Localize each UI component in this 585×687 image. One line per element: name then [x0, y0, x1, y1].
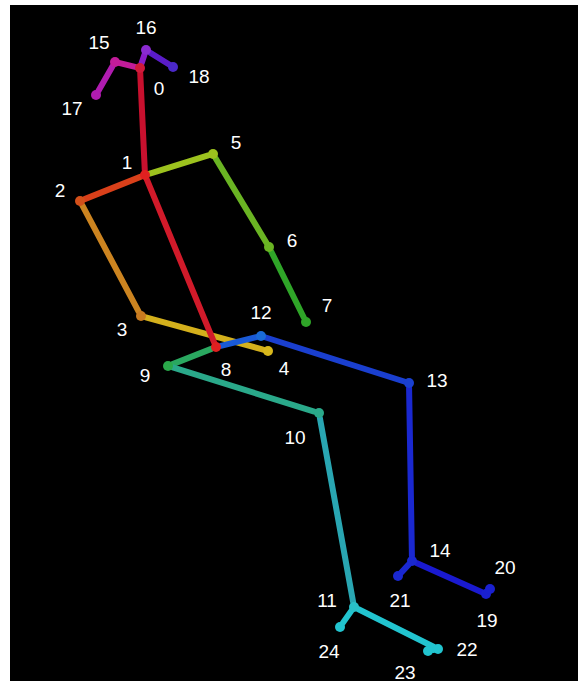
- keypoint-number: 20: [494, 558, 515, 577]
- keypoint-dot: 16: [141, 45, 151, 55]
- keypoint-dot: 24: [335, 622, 345, 632]
- keypoint-dot: 18: [168, 62, 178, 72]
- keypoint-number: 23: [394, 663, 415, 682]
- limb-line: [173, 349, 212, 364]
- limb-line: [120, 63, 135, 67]
- keypoint-dot: 3: [136, 311, 146, 321]
- keypoint-number: 3: [117, 320, 128, 339]
- keypoint-number: 13: [426, 371, 447, 390]
- keypoint-number: 0: [154, 79, 165, 98]
- limb-line: [271, 251, 304, 317]
- keypoint-number: 6: [287, 231, 298, 250]
- keypoint-number: 17: [61, 99, 82, 118]
- keypoint-number: 10: [284, 428, 305, 447]
- keypoint-number: 16: [135, 18, 156, 37]
- limb-line: [150, 53, 169, 65]
- keypoint-dot: 22: [433, 644, 443, 654]
- keypoint-number: 22: [456, 640, 477, 659]
- keypoint-dot: 11: [349, 602, 359, 612]
- keypoint-number: 9: [140, 366, 151, 385]
- keypoint-dot: 15: [110, 57, 120, 67]
- keypoint-dot: 6: [264, 242, 274, 252]
- keypoint-dot: 0: [135, 63, 145, 73]
- keypoint-dot: 2: [75, 196, 85, 206]
- keypoint-dot: 9: [163, 361, 173, 371]
- keypoint-dot: 21: [393, 571, 403, 581]
- keypoint-dot: 10: [314, 408, 324, 418]
- keypoint-dot: 4: [263, 346, 273, 356]
- keypoint-number: 4: [279, 359, 290, 378]
- limb-line: [216, 158, 267, 242]
- keypoint-number: 15: [88, 33, 109, 52]
- limb-line: [98, 66, 112, 90]
- keypoint-number: 14: [429, 541, 450, 560]
- keypoint-dot: 23: [423, 646, 433, 656]
- black-background: [10, 5, 578, 681]
- keypoint-number: 1: [122, 153, 133, 172]
- limb-line: [142, 55, 145, 64]
- keypoint-number: 2: [55, 181, 66, 200]
- keypoint-number: 19: [476, 611, 497, 630]
- limb-line: [343, 611, 351, 623]
- keypoint-number: 11: [317, 591, 337, 610]
- keypoint-dot: 7: [301, 317, 311, 327]
- keypoint-dot: 8: [211, 342, 221, 352]
- limb-line: [320, 418, 353, 602]
- keypoint-number: 8: [221, 360, 232, 379]
- limb-line: [140, 73, 145, 170]
- limb-line: [150, 155, 208, 173]
- keypoint-number: 18: [188, 67, 209, 86]
- limb-line: [221, 337, 256, 346]
- limb-line: [147, 180, 214, 343]
- keypoint-number: 21: [389, 591, 410, 610]
- keypoint-number: 5: [231, 133, 242, 152]
- keypoint-number: 7: [322, 296, 333, 315]
- keypoint-number: 24: [318, 642, 339, 661]
- keypoint-dot: 12: [256, 331, 266, 341]
- keypoint-dot: 14: [407, 556, 417, 566]
- limb-line: [358, 609, 433, 647]
- keypoint-dot: 20: [485, 584, 495, 594]
- keypoint-number: 12: [250, 303, 271, 322]
- limb-line: [417, 563, 482, 592]
- keypoint-dot: 1: [140, 170, 150, 180]
- keypoint-dot: 13: [404, 378, 414, 388]
- limb-line: [266, 338, 404, 382]
- limb-line: [401, 565, 408, 573]
- limb-line: [409, 388, 412, 556]
- keypoint-dot: 5: [208, 149, 218, 159]
- limb-line: [82, 205, 138, 311]
- limb-line: [85, 177, 141, 199]
- limb-line: [173, 367, 314, 411]
- keypoint-dot: 17: [91, 90, 101, 100]
